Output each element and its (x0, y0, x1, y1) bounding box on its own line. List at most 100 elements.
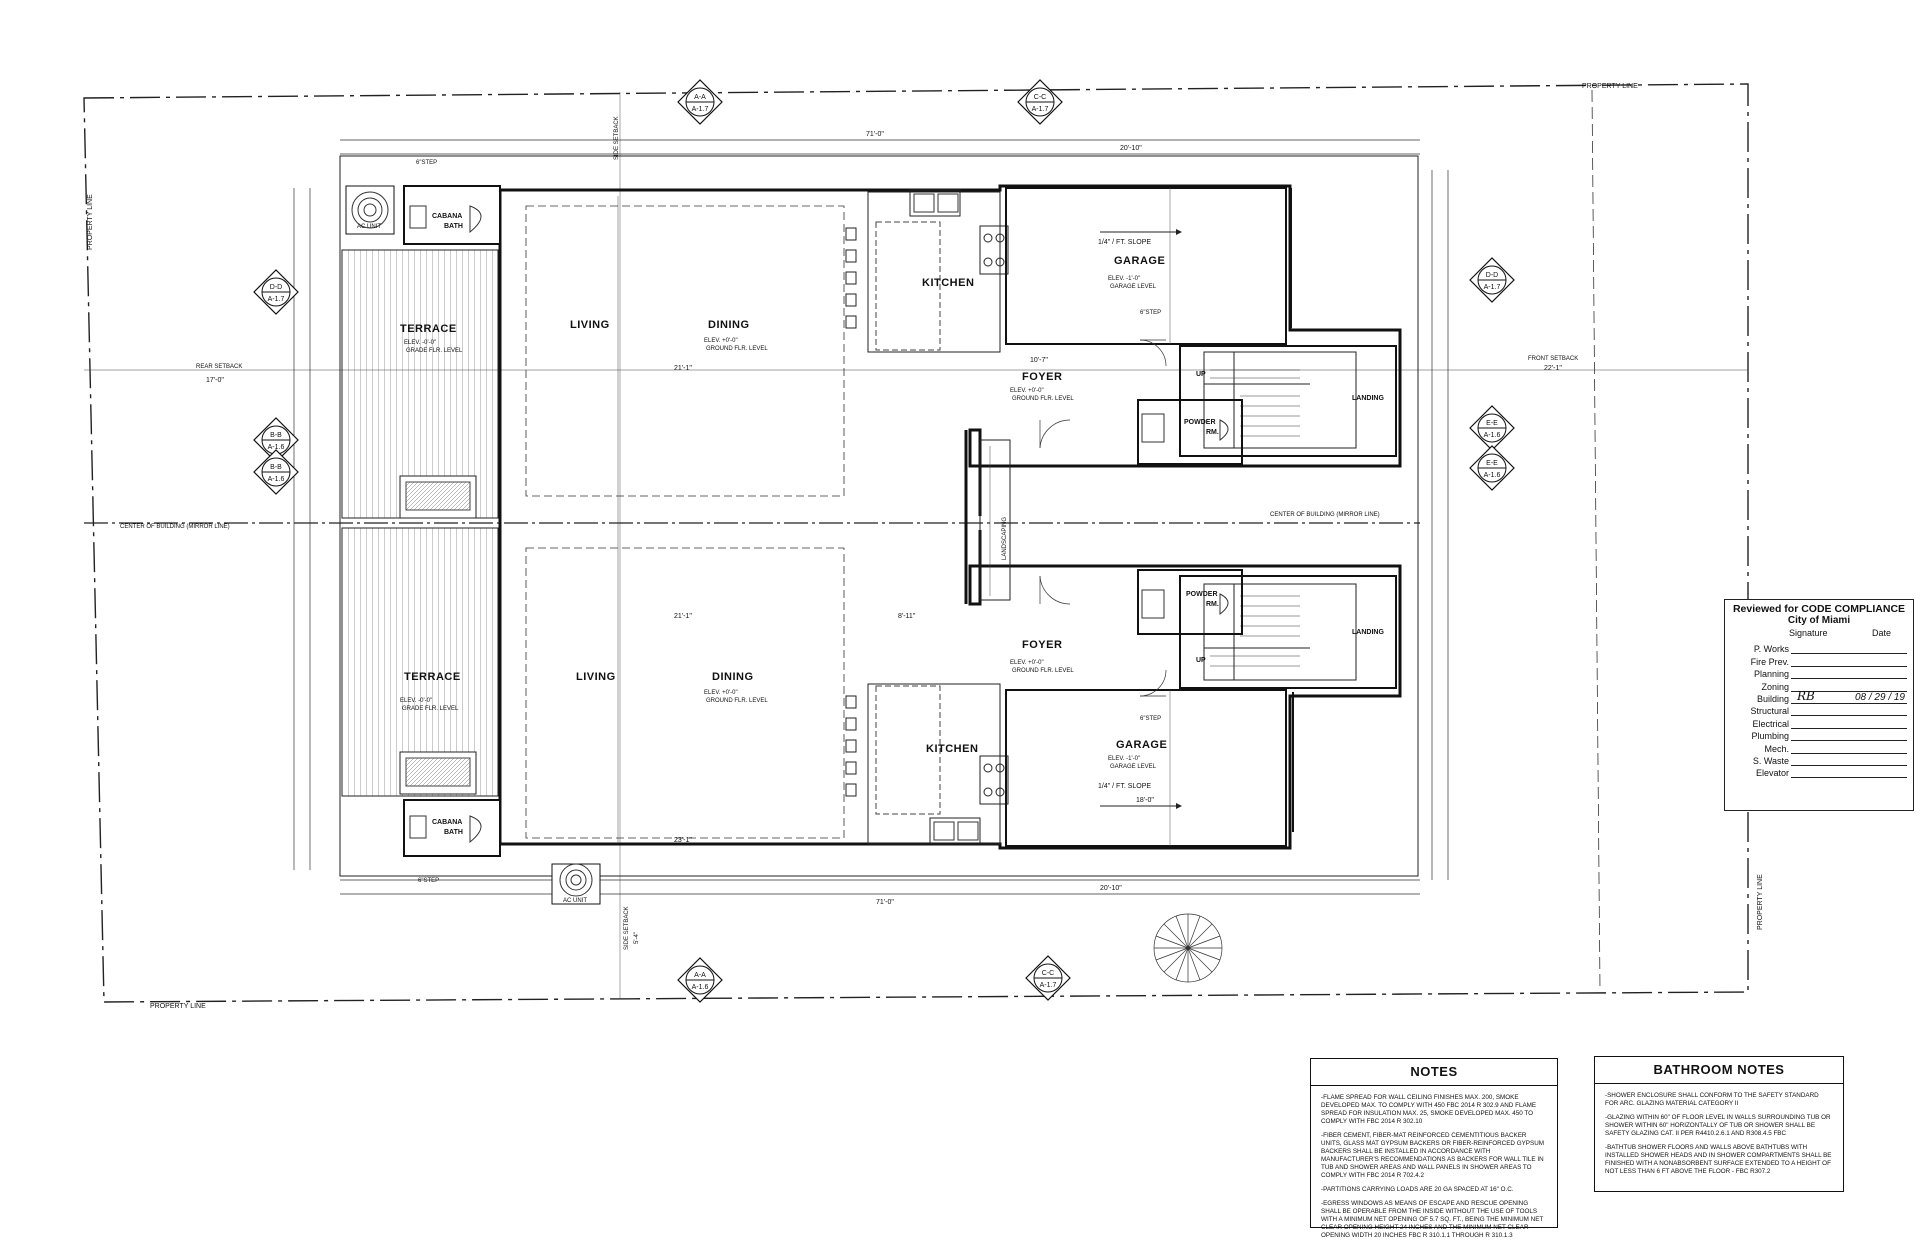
garage-elev-sub-upper: GARAGE LEVEL (1110, 284, 1157, 290)
side-setback-label-top: SIDE SETBACK (614, 116, 620, 160)
garage-upper (1005, 187, 1287, 345)
powder-sub-lower: RM. (1206, 601, 1219, 608)
section-marker: A-A A-1.7 (677, 79, 723, 125)
section-marker-id: C-C (1034, 94, 1046, 101)
section-marker-id: A-A (694, 94, 706, 101)
terrace-elev-sub-upper: GRADE FLR. LEVEL (406, 348, 463, 354)
powder-room-lower (1137, 569, 1243, 635)
property-line-label-bottom: PROPERTY LINE (150, 1003, 206, 1010)
living-label-lower: LIVING (576, 671, 616, 683)
tree-symbol (1153, 913, 1223, 983)
powder-label-upper: POWDER (1184, 419, 1216, 426)
dining-elev-upper: ELEV. +0'-0" (704, 338, 738, 344)
front-setback-label: FRONT SETBACK (1528, 356, 1578, 362)
dining-elev-lower: ELEV. +0'-0" (704, 690, 738, 696)
landscaping-label: LANDSCAPING (1002, 517, 1008, 560)
section-marker: D-DA-1.7 (1469, 257, 1515, 303)
dim-living-dining-upper: 21'-1" (674, 365, 692, 372)
foyer-elev-sub-lower: GROUND FLR. LEVEL (1012, 668, 1074, 674)
section-marker-id: D-D (270, 284, 282, 291)
section-marker-id: B-B (270, 464, 282, 471)
bathroom-note-item: -GLAZING WITHIN 60" OF FLOOR LEVEL IN WA… (1605, 1114, 1831, 1137)
stamp-row: Plumbing (1725, 729, 1913, 742)
up-label-upper: UP (1196, 371, 1206, 378)
section-marker-sheet: A-1.6 (1484, 432, 1501, 439)
section-marker: A-A A-1.6 (677, 957, 723, 1003)
dim-living-dining-lower: 21'-1" (674, 613, 692, 620)
stamp-rows: P. Works Fire Prev. Planning Zoning Buil… (1725, 642, 1913, 779)
garage-elev-lower: ELEV. -1'-0" (1108, 756, 1140, 762)
section-marker-sheet: A-1.6 (268, 444, 285, 451)
section-marker: D-DA-1.7 (253, 269, 299, 315)
foyer-elev-upper: ELEV. +0'-0" (1010, 388, 1044, 394)
section-marker-id: E-E (1486, 420, 1498, 427)
ac-unit-upper: AC UNIT (345, 185, 395, 235)
powder-sub-upper: RM. (1206, 429, 1219, 436)
bathroom-notes-panel: BATHROOM NOTES -SHOWER ENCLOSURE SHALL C… (1594, 1056, 1844, 1192)
note-item: -FIBER CEMENT, FIBER-MAT REINFORCED CEME… (1321, 1132, 1544, 1179)
property-line-label-right: PROPERTY LINE (1757, 874, 1764, 930)
stamp-row: P. Works (1725, 642, 1913, 655)
overall-width-bottom: 71'-0" (876, 899, 894, 906)
property-line-boundary (83, 83, 1749, 1003)
kitchen-upper (867, 191, 1001, 353)
note-item: -FLAME SPREAD FOR WALL CEILING FINISHES … (1321, 1094, 1537, 1125)
stamp-row: Structural (1725, 704, 1913, 717)
section-marker-id: C-C (1042, 970, 1054, 977)
slope-label-upper: 1/4" / FT. SLOPE (1098, 239, 1151, 246)
overall-width-top: 71'-0" (866, 131, 884, 138)
garage-width-bottom: 20'-10" (1100, 885, 1122, 892)
dim-living-dining-lower-2: 23'-1" (674, 837, 692, 844)
section-marker-sheet: A-1.7 (1040, 982, 1057, 989)
section-marker: E-EA-1.6 (1469, 445, 1515, 491)
landing-label-upper: LANDING (1352, 395, 1384, 402)
code-compliance-stamp: Reviewed for CODE COMPLIANCE City of Mia… (1724, 599, 1914, 811)
stamp-row: Elevator (1725, 766, 1913, 779)
kitchen-label-upper: KITCHEN (922, 277, 974, 289)
slope-label-lower: 1/4" / FT. SLOPE (1098, 783, 1151, 790)
rear-setback-label: REAR SETBACK (196, 364, 242, 370)
stamp-row: Zoning (1725, 679, 1913, 692)
bathroom-note-item: -BATHTUB SHOWER FLOORS AND WALLS ABOVE B… (1605, 1144, 1832, 1175)
section-marker-sheet: A-1.6 (692, 984, 709, 991)
dining-elev-sub-lower: GROUND FLR. LEVEL (706, 698, 768, 704)
section-marker-id: A-A (694, 972, 706, 979)
dim-foyer-lower: 8'-11" (898, 613, 916, 620)
cabana-label-upper: CABANA (432, 213, 462, 220)
rear-setback-dim: 17'-0" (206, 377, 224, 384)
landing-label-lower: LANDING (1352, 629, 1384, 636)
step-label-lower: 6"STEP (1140, 716, 1161, 722)
svg-text:AC UNIT: AC UNIT (563, 898, 587, 904)
stamp-col-signature: Signature (1789, 628, 1828, 638)
terrace-elev-lower: ELEV. -0'-0" (400, 698, 432, 704)
garage-width-top: 20'-10" (1120, 145, 1142, 152)
kitchen-label-lower: KITCHEN (926, 743, 978, 755)
section-marker-sheet: A-1.6 (1484, 472, 1501, 479)
notes-panel: NOTES -FLAME SPREAD FOR WALL CEILING FIN… (1310, 1058, 1558, 1239)
section-marker-sheet: A-1.7 (692, 106, 709, 113)
foyer-label-lower: FOYER (1022, 639, 1062, 651)
cabana-bath-upper (403, 185, 501, 245)
cabana-sub-lower: BATH (444, 829, 463, 836)
building-signature: RB (1797, 688, 1815, 703)
note-item: -EGRESS WINDOWS AS MEANS OF ESCAPE AND R… (1321, 1200, 1544, 1239)
powder-label-lower: POWDER (1186, 591, 1218, 598)
building-date: 08 / 29 / 19 (1854, 691, 1905, 703)
cabana-label-lower: CABANA (432, 819, 462, 826)
section-marker: B-BA-1.6 (253, 417, 299, 463)
stamp-row: Fire Prev. (1725, 654, 1913, 667)
step-label-upper: 6"STEP (1140, 310, 1161, 316)
garage-elev-upper: ELEV. -1'-0" (1108, 276, 1140, 282)
side-setback-dim: 5'-4" (634, 932, 640, 944)
section-marker-sheet: A-1.7 (1032, 106, 1049, 113)
terrace-deck-lower (341, 527, 499, 797)
section-marker-sheet: A-1.6 (268, 476, 285, 483)
section-marker: C-C A-1.7 (1017, 79, 1063, 125)
terrace-elev-upper: ELEV. -0'-0" (404, 340, 436, 346)
dim-foyer-upper: 10'-7" (1030, 357, 1048, 364)
side-setback-label-bottom: SIDE SETBACK (624, 906, 630, 950)
front-setback-dim: 22'-1" (1544, 365, 1562, 372)
stamp-row: S. Waste (1725, 754, 1913, 766)
dining-label-upper: DINING (708, 319, 750, 331)
terrace-label-upper: TERRACE (400, 323, 457, 335)
